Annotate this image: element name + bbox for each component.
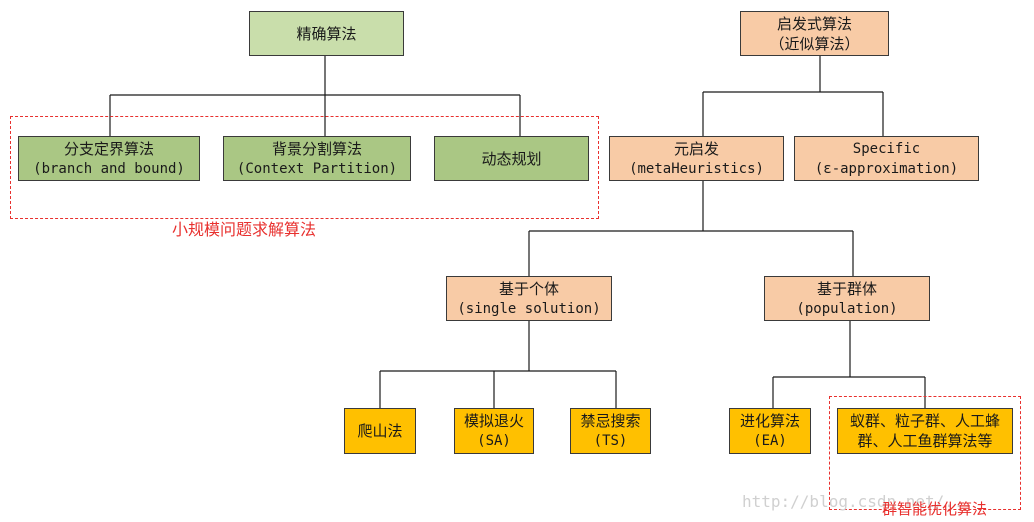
node-sublabel: (ε-approximation) <box>814 160 959 177</box>
node-branch-and-bound: 分支定界算法 (branch and bound) <box>18 136 200 181</box>
node-label: 进化算法 <box>739 412 800 430</box>
swarm-intelligence-group-outline <box>829 396 1021 510</box>
watermark: http://blog.csdn.net/... <box>742 492 974 511</box>
node-metaheuristics: 元启发 (metaHeuristics) <box>609 136 784 181</box>
node-sublabel: 群、人工鱼群算法等 <box>857 432 993 450</box>
small-scale-group-outline <box>10 116 599 219</box>
node-sublabel: (SA) <box>477 433 511 449</box>
node-sublabel: （近似算法） <box>769 34 860 53</box>
node-sublabel: (metaHeuristics) <box>629 160 764 177</box>
node-population: 基于群体 (population) <box>764 276 930 321</box>
node-label: 精确算法 <box>296 24 357 43</box>
node-swarm-algorithms: 蚁群、粒子群、人工蜂 群、人工鱼群算法等 <box>837 408 1013 454</box>
swarm-intelligence-group-label: 群智能优化算法 <box>882 500 988 518</box>
node-dynamic-programming: 动态规划 <box>434 136 589 181</box>
node-label: 动态规划 <box>481 149 542 168</box>
node-label: 元启发 <box>673 139 719 158</box>
node-label: 基于群体 <box>816 279 877 298</box>
node-heuristic-algorithm: 启发式算法 （近似算法） <box>740 11 889 56</box>
node-label: 蚁群、粒子群、人工蜂 <box>849 412 1000 430</box>
node-sublabel: (Context Partition) <box>236 160 398 177</box>
node-exact-algorithm: 精确算法 <box>249 11 404 56</box>
node-sublabel: (single solution) <box>457 300 601 317</box>
node-evolutionary-algorithm: 进化算法 (EA) <box>729 408 811 454</box>
node-label: 禁忌搜索 <box>580 412 641 430</box>
node-label: 爬山法 <box>357 422 403 440</box>
node-tabu-search: 禁忌搜索 (TS) <box>570 408 651 454</box>
node-label: 启发式算法 <box>776 14 852 33</box>
node-label: 基于个体 <box>498 279 559 298</box>
small-scale-group-label: 小规模问题求解算法 <box>172 220 317 239</box>
node-label: 分支定界算法 <box>63 139 154 158</box>
node-hill-climbing: 爬山法 <box>344 408 416 454</box>
node-label: 背景分割算法 <box>271 139 362 158</box>
node-label: Specific <box>852 140 921 157</box>
node-context-partition: 背景分割算法 (Context Partition) <box>223 136 411 181</box>
node-sublabel: (branch and bound) <box>33 160 185 177</box>
node-specific: Specific (ε-approximation) <box>794 136 979 181</box>
node-label: 模拟退火 <box>463 412 524 430</box>
node-sublabel: (population) <box>796 300 898 317</box>
node-simulated-annealing: 模拟退火 (SA) <box>454 408 534 454</box>
node-sublabel: (TS) <box>593 433 628 449</box>
node-single-solution: 基于个体 (single solution) <box>446 276 612 321</box>
node-sublabel: (EA) <box>753 433 787 449</box>
